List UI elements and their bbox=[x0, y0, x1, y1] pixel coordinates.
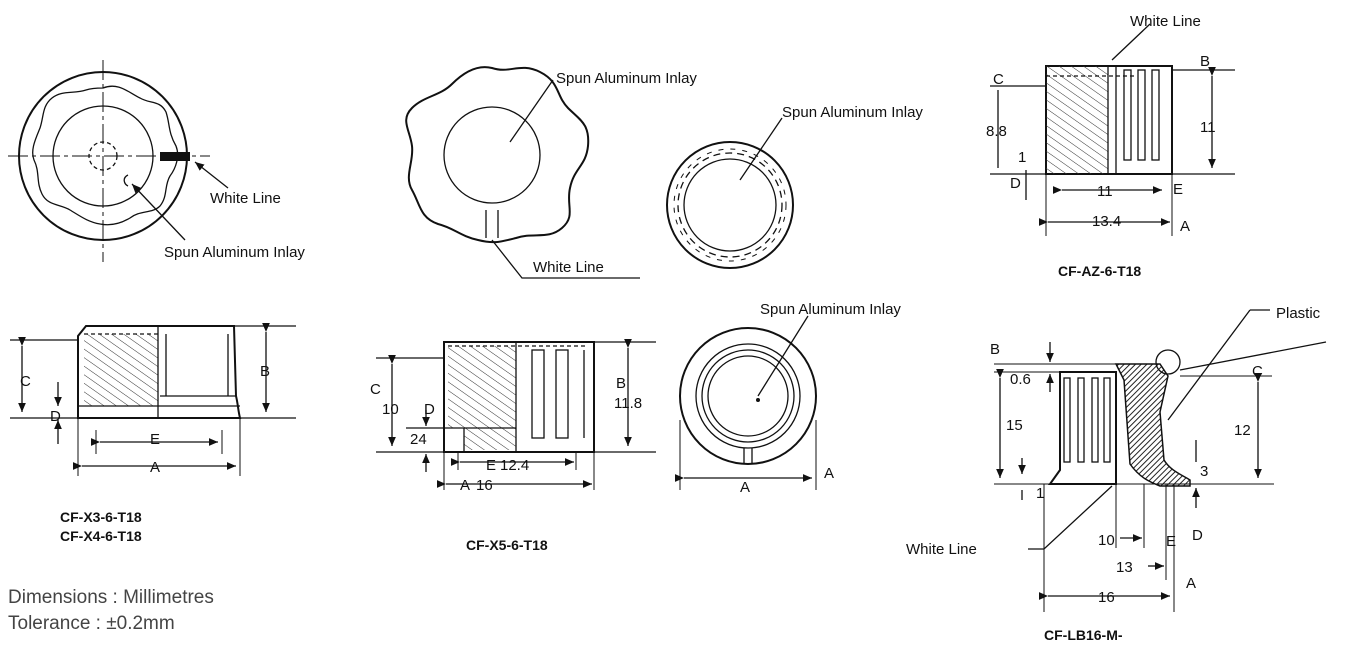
lb-letter-a: A bbox=[1186, 575, 1196, 592]
notes: Dimensions : Millimetres Tolerance : ±0.… bbox=[8, 585, 214, 637]
x5-letter-d: D bbox=[424, 401, 435, 418]
lb-letter-e: E bbox=[1166, 533, 1176, 550]
x5-dim-e: 12.4 bbox=[500, 457, 529, 474]
lb-letter-d: D bbox=[1192, 527, 1203, 544]
az-dim-b: 11 bbox=[1200, 119, 1216, 136]
az-letter-e: E bbox=[1173, 181, 1183, 198]
x4-caption: CF-X4-6-T18 bbox=[60, 528, 142, 544]
x5-inlay-label: Spun Aluminum Inlay bbox=[556, 70, 697, 87]
az-letter-d: D bbox=[1010, 175, 1021, 192]
tolerance-note: Tolerance : ±0.2mm bbox=[8, 613, 175, 634]
az-side-view bbox=[990, 23, 1235, 236]
lb-white-line-label: White Line bbox=[906, 541, 977, 558]
round-front-view bbox=[674, 315, 817, 490]
x5-dim-c: 10 bbox=[382, 401, 399, 418]
x3-letter-d: D bbox=[50, 408, 61, 425]
lb-dim-d-right: 3 bbox=[1200, 463, 1208, 480]
az-dim-d: 1 bbox=[1018, 149, 1026, 166]
x3-white-line-label: White Line bbox=[210, 190, 281, 207]
x5-dim-b: 11.8 bbox=[614, 395, 642, 412]
x3-caption: CF-X3-6-T18 bbox=[60, 509, 142, 525]
az-letter-a: A bbox=[1180, 218, 1190, 235]
ribbed-inlay-label: Spun Aluminum Inlay bbox=[782, 104, 923, 121]
lb-side-view bbox=[994, 309, 1327, 612]
x3-side-view bbox=[10, 322, 296, 476]
x3-letter-e: E bbox=[150, 431, 160, 448]
x3-inlay-label: Spun Aluminum Inlay bbox=[164, 244, 305, 261]
round-inlay-label: Spun Aluminum Inlay bbox=[760, 301, 901, 318]
az-letter-b: B bbox=[1200, 53, 1210, 70]
az-letter-c: C bbox=[993, 71, 1004, 88]
lb-dim-mid: 13 bbox=[1116, 559, 1133, 576]
round-letter-a2: A bbox=[824, 465, 834, 482]
x5-letter-c: C bbox=[370, 381, 381, 398]
lb-letter-c: C bbox=[1252, 363, 1263, 380]
az-dim-e: 11 bbox=[1097, 183, 1113, 200]
lb-dim-d-left: 1 bbox=[1036, 485, 1044, 502]
dimensions-note: Dimensions : Millimetres bbox=[8, 587, 214, 608]
x5-letter-a: A bbox=[460, 477, 470, 494]
lb-dim-c-left: 15 bbox=[1006, 417, 1023, 434]
az-caption: CF-AZ-6-T18 bbox=[1058, 263, 1141, 279]
x3-letter-c: C bbox=[20, 373, 31, 390]
lb-dim-c-right: 12 bbox=[1234, 422, 1251, 439]
x5-letter-e: E bbox=[486, 457, 496, 474]
lb-letter-b: B bbox=[990, 341, 1000, 358]
x5-white-line-label: White Line bbox=[533, 259, 604, 276]
lb-caption: CF-LB16-M- bbox=[1044, 627, 1123, 643]
lb-plastic-label: Plastic bbox=[1276, 305, 1321, 322]
x5-dim-d: 24 bbox=[410, 431, 427, 448]
x5-caption: CF-X5-6-T18 bbox=[466, 537, 548, 553]
x5-top-view bbox=[405, 66, 640, 279]
x3-letter-a: A bbox=[150, 459, 160, 476]
x3-top-view bbox=[8, 60, 229, 262]
lb-dim-a: 16 bbox=[1098, 589, 1115, 606]
lb-dim-e: 10 bbox=[1098, 532, 1115, 549]
az-dim-c: 8.8 bbox=[986, 123, 1007, 140]
az-white-line-label: White Line bbox=[1130, 13, 1201, 30]
x5-dim-a: 16 bbox=[476, 477, 493, 494]
x5-side-view bbox=[376, 338, 656, 490]
lb-dim-b: 0.6 bbox=[1010, 371, 1031, 388]
az-dim-a: 13.4 bbox=[1092, 213, 1121, 230]
ribbed-top-view bbox=[666, 117, 794, 269]
round-letter-a: A bbox=[740, 479, 750, 496]
x3-letter-b: B bbox=[260, 363, 270, 380]
x5-letter-b: B bbox=[616, 375, 626, 392]
